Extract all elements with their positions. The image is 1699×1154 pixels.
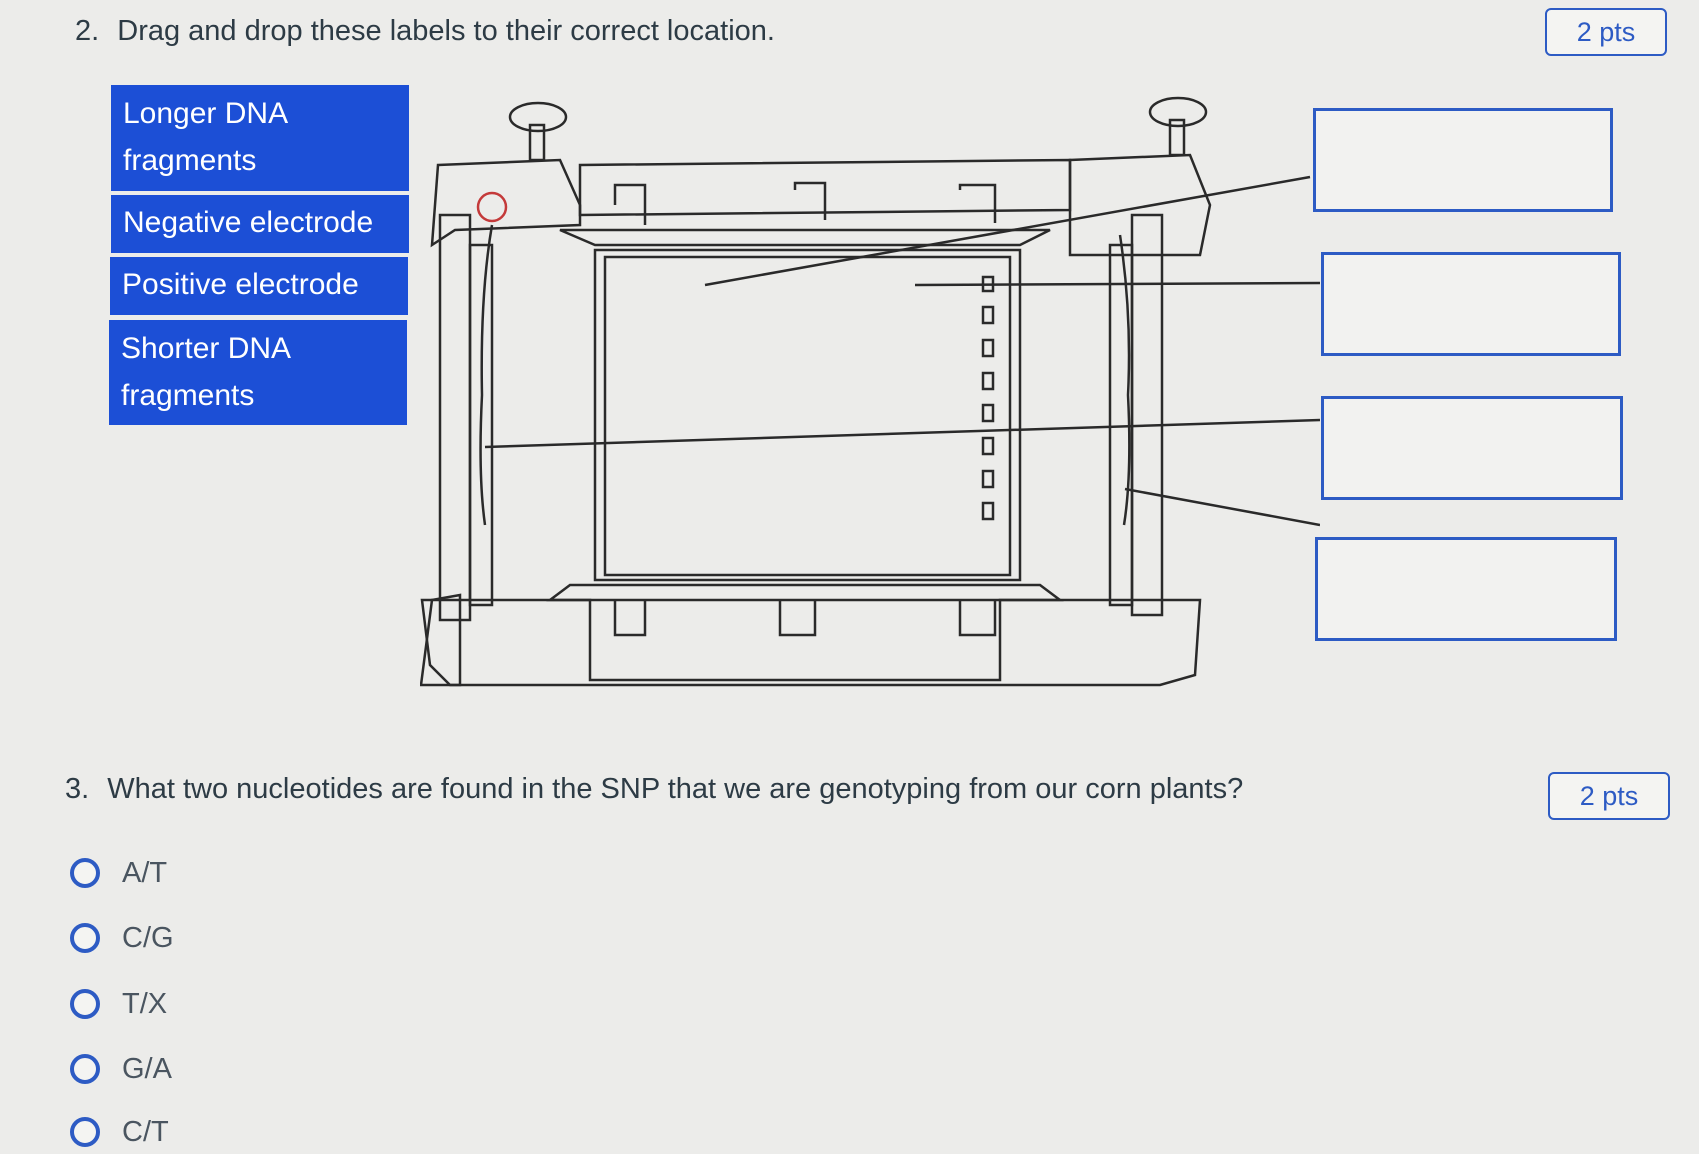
drag-label-text: fragments <box>123 144 257 177</box>
drag-label-text: Negative electrode <box>123 206 374 239</box>
question-2-title: 2. Drag and drop these labels to their c… <box>75 15 775 48</box>
drag-label-text: Positive electrode <box>122 268 359 301</box>
drag-label-text: fragments <box>121 379 255 412</box>
drag-label-text: Longer DNA <box>123 97 289 130</box>
drop-target-2[interactable] <box>1321 252 1621 356</box>
question-3-number: 3. <box>65 773 90 805</box>
drop-target-4[interactable] <box>1315 537 1617 641</box>
drop-target-1[interactable] <box>1313 108 1613 212</box>
drag-label-positive-electrode[interactable]: Positive electrode <box>110 257 408 315</box>
answer-option-a-t[interactable]: A/T <box>70 851 167 895</box>
answer-option-c-g[interactable]: C/G <box>70 916 174 960</box>
drag-label-negative-electrode[interactable]: Negative electrode <box>111 195 409 253</box>
answer-option-label: C/G <box>122 921 174 954</box>
answer-option-t-x[interactable]: T/X <box>70 982 167 1026</box>
answer-option-label: A/T <box>122 856 168 889</box>
radio-button-icon[interactable] <box>70 1054 100 1084</box>
radio-button-icon[interactable] <box>70 923 100 953</box>
answer-option-c-t[interactable]: C/T <box>70 1110 169 1154</box>
question-2-text: Drag and drop these labels to their corr… <box>117 15 775 47</box>
question-3-title: 3. What two nucleotides are found in the… <box>65 773 1243 806</box>
question-3-points: 2 pts <box>1548 772 1670 820</box>
radio-button-icon[interactable] <box>70 858 100 888</box>
answer-option-label: T/X <box>122 987 168 1020</box>
drag-label-shorter-dna[interactable]: Shorter DNA fragments <box>109 320 407 425</box>
drop-target-3[interactable] <box>1321 396 1623 500</box>
drag-label-longer-dna[interactable]: Longer DNA fragments <box>111 85 409 191</box>
answer-option-label: G/A <box>122 1052 172 1085</box>
question-2-number: 2. <box>75 15 100 47</box>
answer-option-label: C/T <box>122 1115 169 1148</box>
radio-button-icon[interactable] <box>70 1117 100 1147</box>
question-3-text: What two nucleotides are found in the SN… <box>107 773 1244 805</box>
question-2-points: 2 pts <box>1545 8 1667 56</box>
answer-option-g-a[interactable]: G/A <box>70 1047 172 1091</box>
gel-box-diagram <box>420 96 1320 687</box>
drag-label-text: Shorter DNA <box>121 332 292 365</box>
radio-button-icon[interactable] <box>70 989 100 1019</box>
